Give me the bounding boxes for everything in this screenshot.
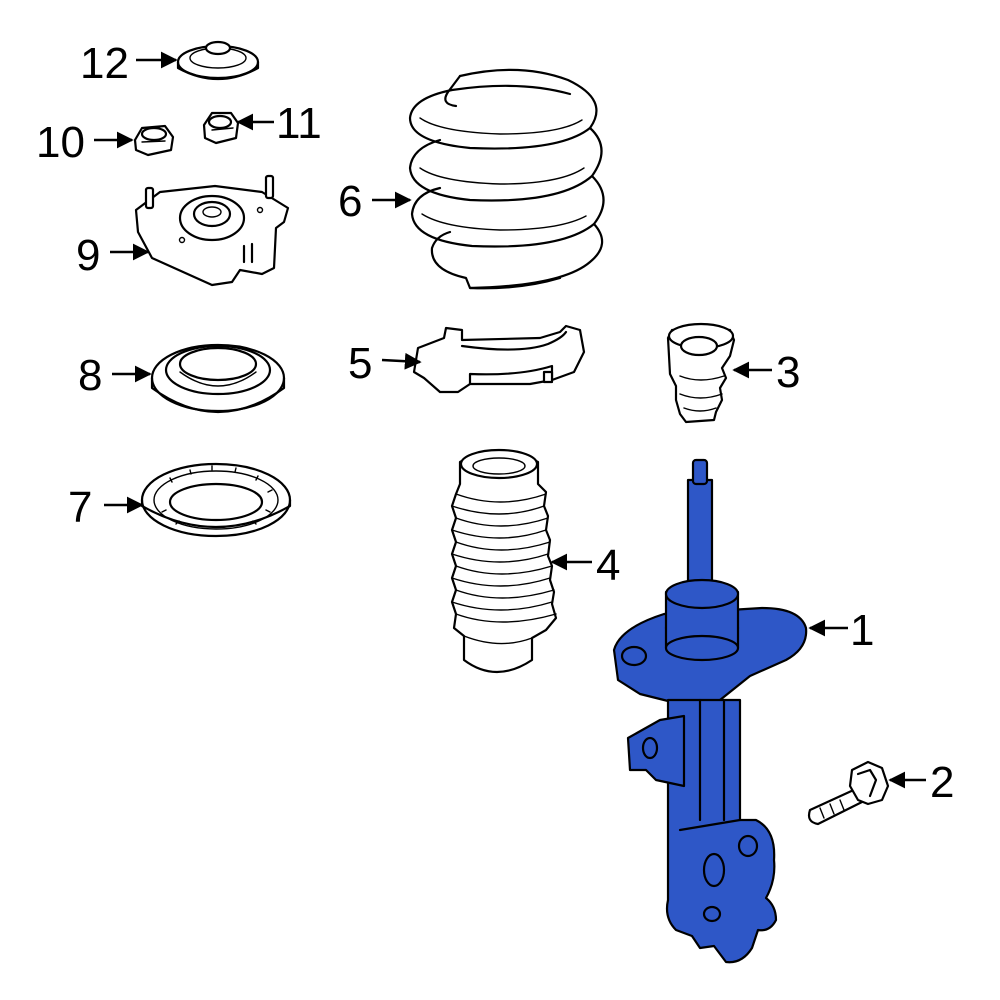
part-2-bolt[interactable] <box>807 760 890 826</box>
callout-6: 6 <box>338 177 412 226</box>
callout-4: 4 <box>550 541 620 590</box>
callout-label-6: 6 <box>338 177 362 226</box>
callout-8: 8 <box>78 351 152 400</box>
callout-5: 5 <box>348 339 422 388</box>
callout-label-9: 9 <box>76 231 100 280</box>
part-10-nut[interactable] <box>133 124 175 157</box>
callout-label-8: 8 <box>78 351 102 400</box>
part-6-coil-spring[interactable] <box>408 68 605 290</box>
strut-rod <box>686 478 714 592</box>
callout-11: 11 <box>236 99 322 148</box>
callout-7: 7 <box>68 483 144 532</box>
callout-label-12: 12 <box>80 39 129 88</box>
callout-label-11: 11 <box>276 99 322 148</box>
part-11-nut[interactable] <box>202 111 240 145</box>
callout-label-7: 7 <box>68 483 92 532</box>
callout-label-5: 5 <box>348 339 372 388</box>
callout-label-10: 10 <box>36 118 85 167</box>
callout-9: 9 <box>76 231 150 280</box>
part-12-bump-cap[interactable] <box>176 40 260 81</box>
callout-2: 2 <box>888 758 954 807</box>
callout-label-1: 1 <box>850 606 874 655</box>
part-1-strut-assembly[interactable] <box>612 458 808 964</box>
callout-label-2: 2 <box>930 758 954 807</box>
callout-1: 1 <box>808 606 874 655</box>
part-4-dust-boot[interactable] <box>450 448 558 673</box>
callout-label-3: 3 <box>776 348 800 397</box>
callout-10: 10 <box>36 118 134 167</box>
callout-12: 12 <box>80 39 178 88</box>
part-5-lower-spring-seat[interactable] <box>412 324 586 394</box>
part-3-bump-stop[interactable] <box>666 322 736 424</box>
part-7-insulator[interactable] <box>140 462 292 538</box>
part-9-strut-mount[interactable] <box>134 174 290 287</box>
part-8-upper-spring-seat[interactable] <box>150 343 286 413</box>
callout-3: 3 <box>732 348 800 397</box>
callout-label-4: 4 <box>596 541 620 590</box>
